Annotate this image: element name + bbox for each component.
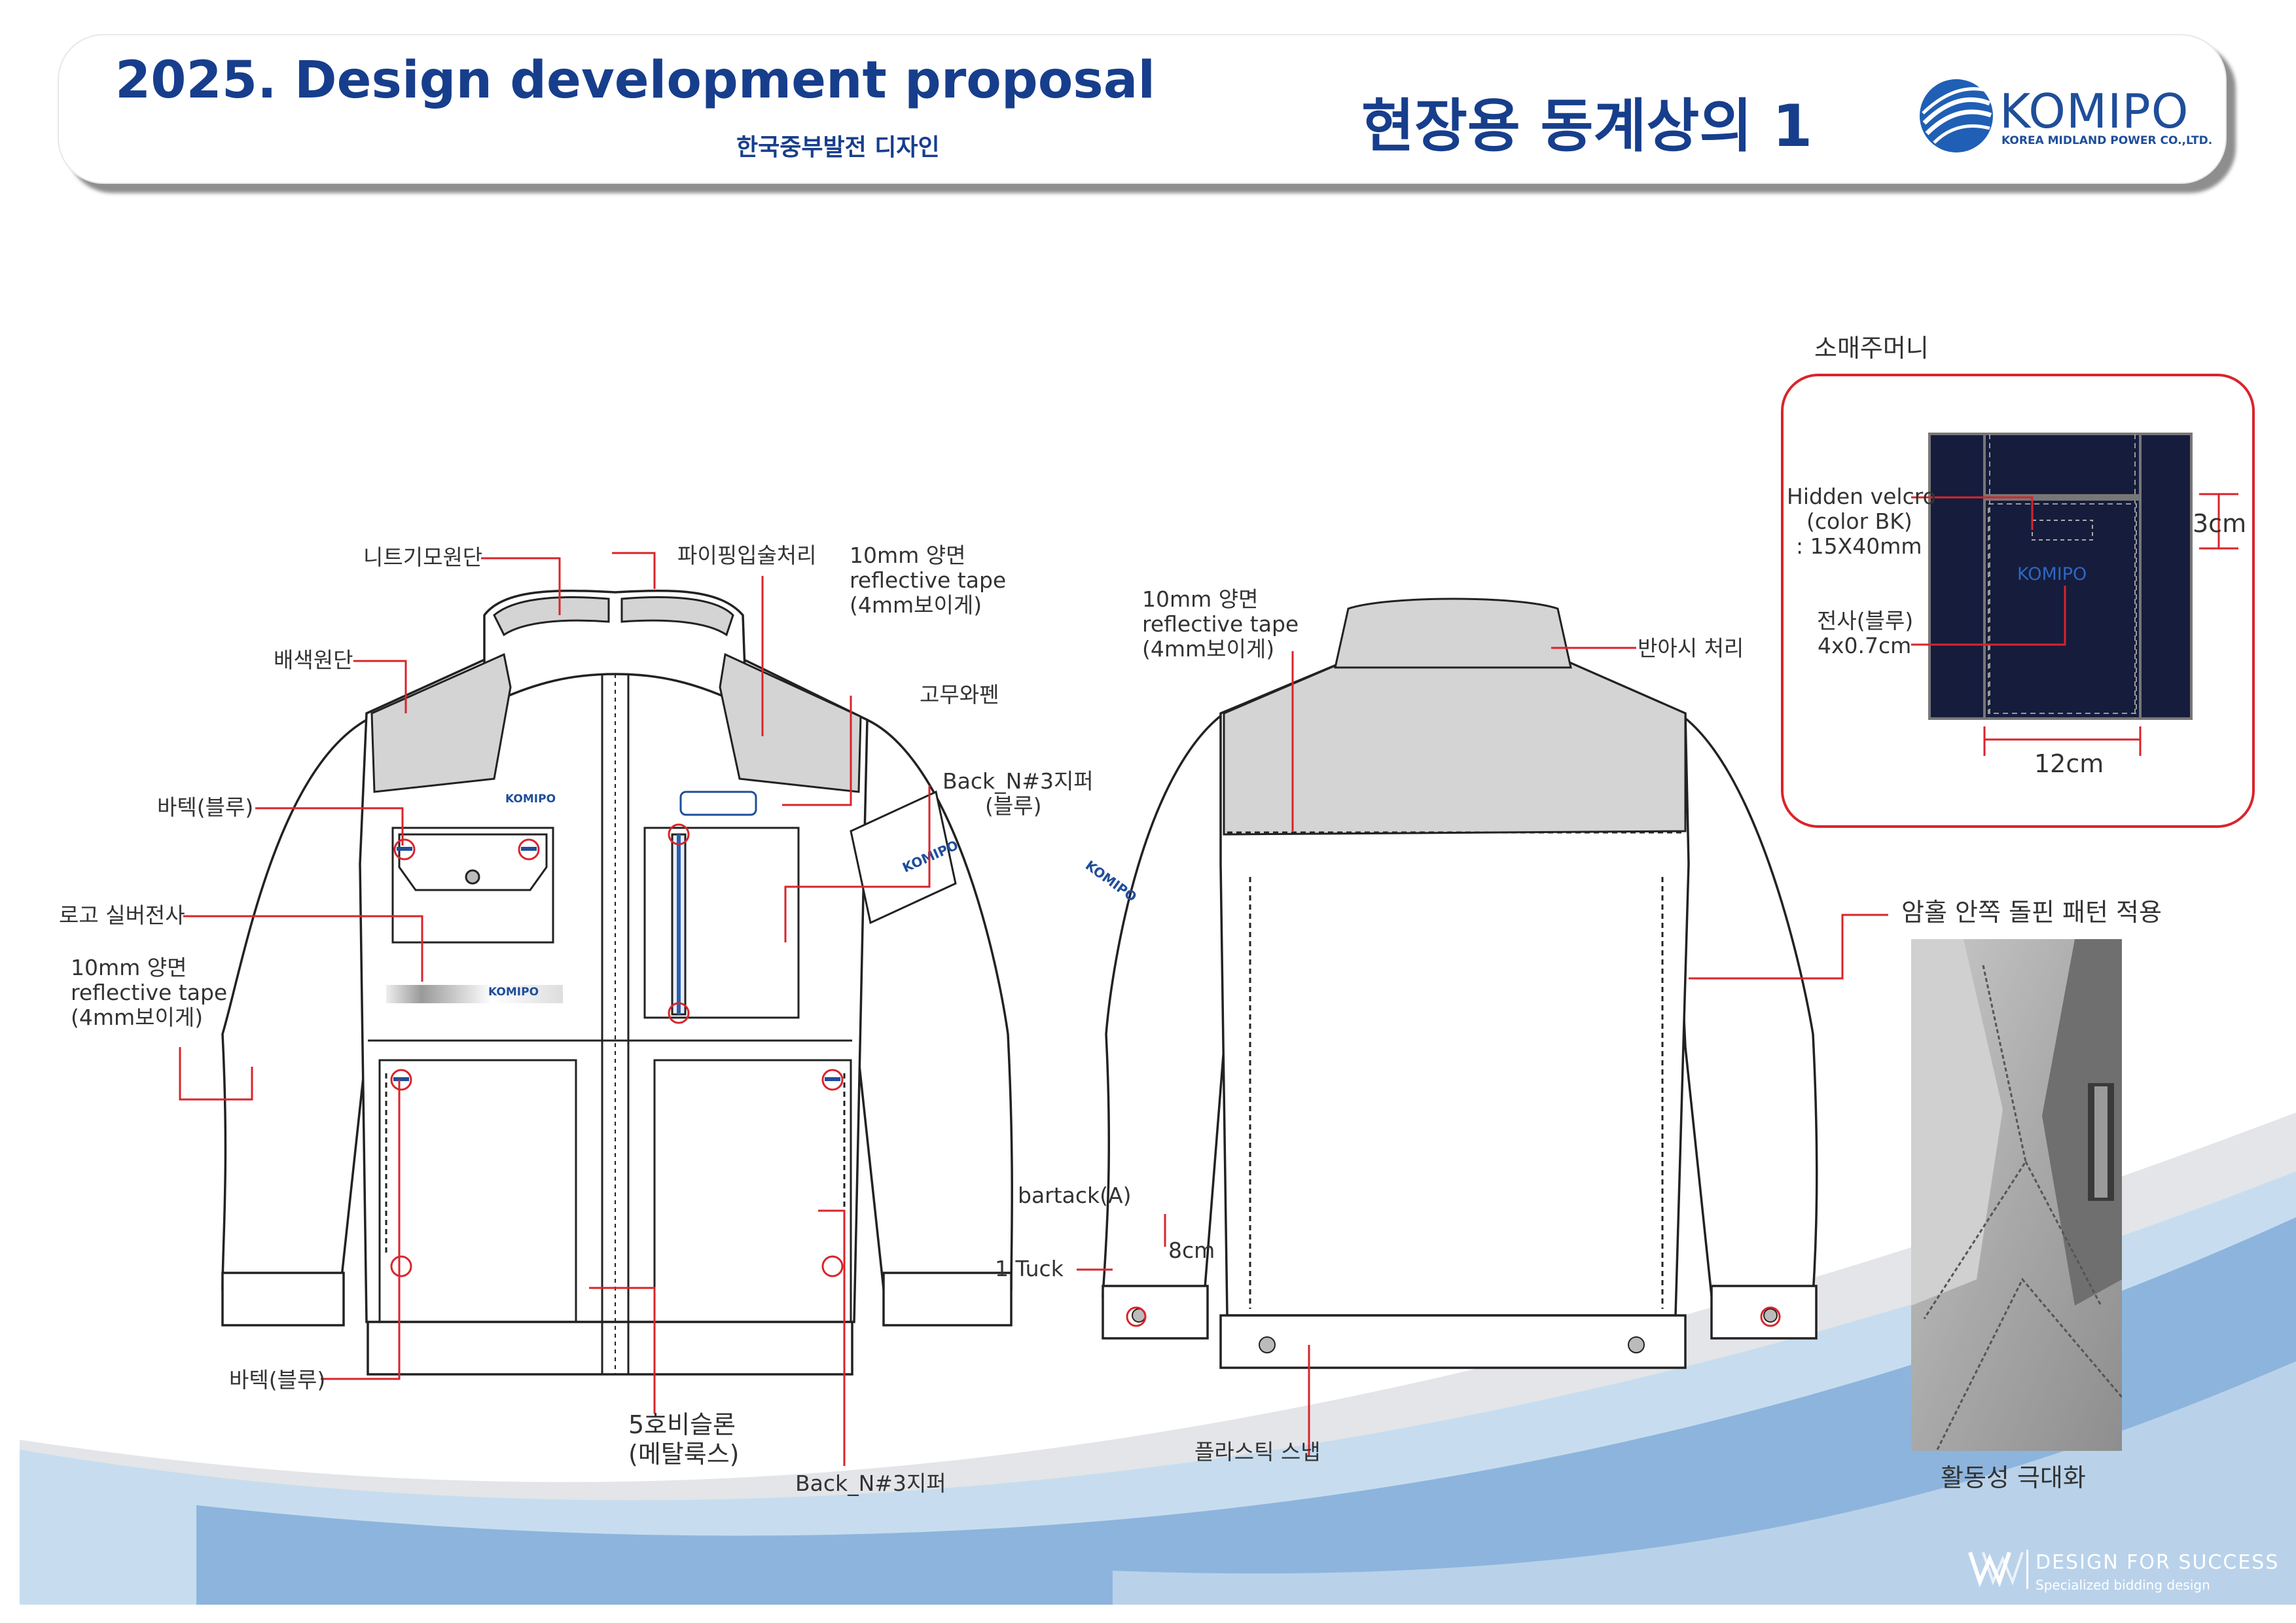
label-back-reflective-2: reflective tape — [1142, 611, 1299, 637]
document-subtitle: 한국중부발전 디자인 — [736, 134, 940, 161]
logo-subtext: KOREA MIDLAND POWER CO.,LTD. — [2001, 134, 2213, 147]
label-reflective-left-3: (4mm보이게) — [71, 1005, 204, 1030]
gusset-caption: 활동성 극대화 — [1941, 1463, 2086, 1492]
label-contrast-fabric: 배색원단 — [274, 647, 353, 673]
label-back-reflective-1: 10mm 양면 — [1142, 586, 1259, 612]
label-main-zipper-1: 5호비슬론 — [628, 1410, 736, 1439]
logo-wordmark: KOMIPO — [2000, 84, 2189, 139]
gusset-title: 암홀 안쪽 돌핀 패턴 적용 — [1901, 898, 2162, 927]
chest-badge-text: KOMIPO — [505, 793, 556, 806]
label-back-reflective-3: (4mm보이게) — [1142, 636, 1275, 662]
footer-divider — [2026, 1550, 2028, 1589]
label-dim-height: 3cm — [2193, 509, 2247, 538]
label-bartack-a: bartack(A) — [1018, 1183, 1132, 1208]
label-bartack-top: 바텍(블루) — [157, 794, 254, 820]
silver-print-text: KOMIPO — [488, 986, 539, 999]
sleeve-pocket-title: 소매주머니 — [1814, 334, 1929, 363]
komipo-logo-icon — [1920, 79, 1993, 152]
back-jacket-drawing — [1102, 597, 1818, 1369]
label-half-trim: 반아시 처리 — [1638, 635, 1744, 661]
sleeve-pocket-print: KOMIPO — [2017, 564, 2087, 584]
label-print-2: 4x0.7cm — [1818, 633, 1912, 658]
label-reflective-top-3: (4mm보이게) — [850, 592, 982, 618]
label-back-zipper-bottom: Back_N#3지퍼 — [795, 1471, 946, 1496]
label-cuff-length: 8cm — [1168, 1238, 1215, 1263]
company-logo-icon — [1968, 1552, 2024, 1588]
label-velcro-2: (color BK) — [1806, 508, 1912, 534]
gusset-photo — [1911, 939, 2122, 1451]
label-velcro-1: Hidden velcro — [1787, 484, 1936, 509]
label-knit-collar: 니트기모원단 — [363, 544, 483, 570]
footer-brand: DESIGN FOR SUCCESS — [2036, 1551, 2280, 1574]
label-main-zipper-2: (메탈룩스) — [628, 1440, 740, 1469]
footer-tagline: Specialized bidding design — [2036, 1577, 2210, 1593]
label-reflective-left-1: 10mm 양면 — [71, 955, 187, 980]
front-jacket-drawing — [221, 589, 1013, 1376]
label-reflective-left-2: reflective tape — [71, 980, 228, 1005]
label-reflective-top-2: reflective tape — [850, 567, 1007, 593]
label-tuck: 1 Tuck — [995, 1256, 1064, 1281]
label-dim-width: 12cm — [2034, 749, 2104, 778]
chest-badge-frame — [679, 791, 757, 816]
label-back-zipper-1: Back_N#3지퍼 — [942, 768, 1094, 794]
sleeve-pocket-detail — [1781, 374, 2255, 828]
label-logo-silver: 로고 실버전사 — [59, 902, 185, 928]
label-back-zipper-2: (블루) — [985, 793, 1042, 819]
silver-print-strip — [386, 985, 563, 1003]
label-reflective-top-1: 10mm 양면 — [850, 543, 966, 568]
label-velcro-3: : 15X40mm — [1796, 533, 1922, 559]
label-bartack-bottom: 바텍(블루) — [229, 1367, 326, 1393]
label-rubber-patch: 고무와펜 — [920, 682, 999, 707]
header-card — [58, 34, 2227, 184]
page-heading: 현장용 동계상의 1 — [1361, 92, 1813, 160]
label-piping: 파이핑입술처리 — [677, 543, 817, 568]
document-title: 2025. Design development proposal — [115, 51, 1156, 110]
label-plastic-snap: 플라스틱 스냅 — [1194, 1439, 1321, 1465]
label-print-1: 전사(블루) — [1817, 608, 1914, 633]
